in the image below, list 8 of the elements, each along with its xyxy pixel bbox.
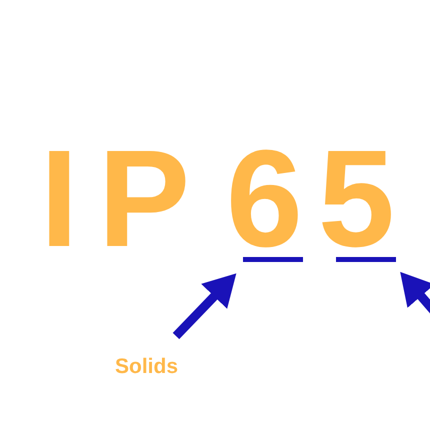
large-character: 5: [318, 130, 395, 268]
arrow: [172, 273, 236, 340]
underline-bar: [336, 257, 396, 262]
underline-bar: [243, 257, 303, 262]
callout-label: Solids: [115, 355, 195, 381]
large-character: 6: [226, 130, 303, 268]
large-character: I: [40, 130, 78, 268]
large-character: P: [98, 130, 190, 268]
